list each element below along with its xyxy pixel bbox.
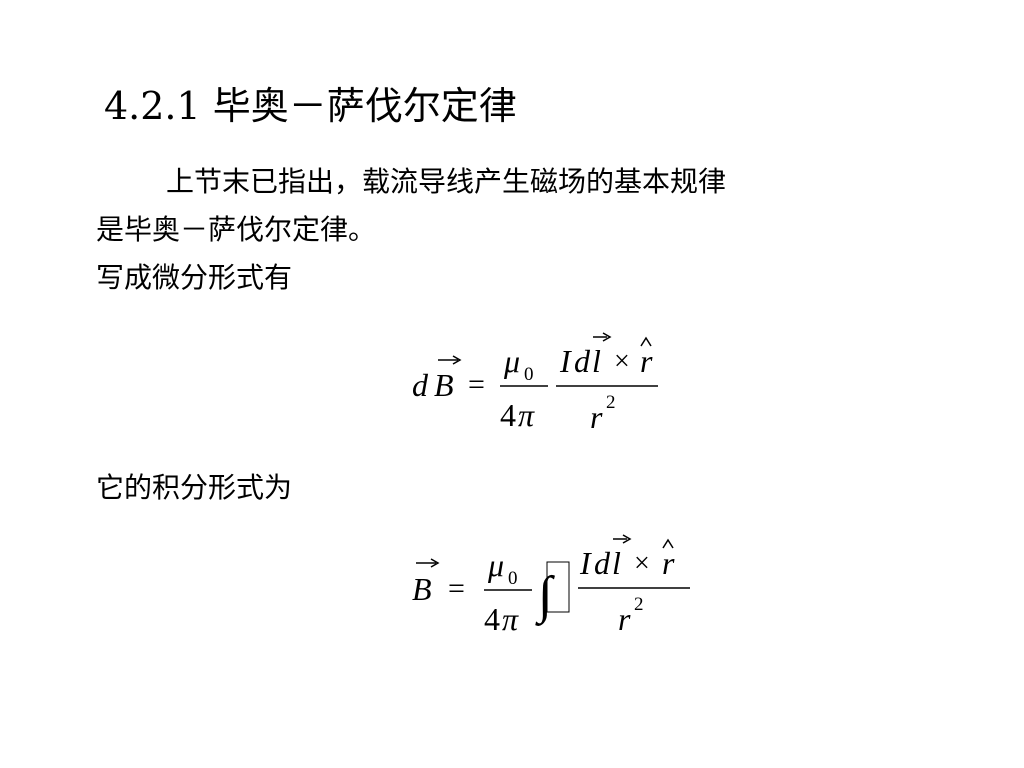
differential-formula: d B = μ 0 4 π I d l × r r 2 xyxy=(400,322,680,446)
current-symbol: I xyxy=(579,545,592,581)
distance-r-symbol: r xyxy=(618,601,631,637)
missing-glyph-box-icon xyxy=(546,561,570,613)
hat-accent-icon xyxy=(640,336,652,347)
mu-subscript: 0 xyxy=(508,568,518,589)
equals-sign: = xyxy=(448,572,465,605)
hat-accent-icon xyxy=(662,538,674,549)
exponent-two: 2 xyxy=(634,594,644,615)
cross-product-sign: × xyxy=(614,346,630,377)
four: 4 xyxy=(484,601,500,637)
vector-arrow-icon xyxy=(416,558,440,568)
cross-product-sign: × xyxy=(634,548,650,579)
diff-symbol: d xyxy=(412,367,429,403)
pi-symbol: π xyxy=(518,397,535,433)
vector-arrow-icon xyxy=(593,332,612,342)
mu-symbol: μ xyxy=(503,343,520,379)
equals-sign: = xyxy=(468,368,485,401)
vector-arrow-icon xyxy=(438,355,462,365)
field-b-symbol: B xyxy=(434,367,454,403)
mu-symbol: μ xyxy=(487,547,504,583)
paragraph-line-2: 是毕奥－萨伐尔定律。 xyxy=(96,213,377,246)
section-title: 4.2.1 毕奥－萨伐尔定律 xyxy=(104,84,517,128)
field-b-symbol: B xyxy=(412,571,432,607)
unit-r-symbol: r xyxy=(640,343,653,379)
integral-form-intro: 它的积分形式为 xyxy=(96,471,293,504)
differential-form-intro: 写成微分形式有 xyxy=(96,261,293,294)
exponent-two: 2 xyxy=(606,392,616,413)
paragraph-line-1: 上节末已指出，载流导线产生磁场的基本规律 xyxy=(166,165,727,198)
current-symbol: I xyxy=(559,343,572,379)
length-l-symbol: l xyxy=(612,545,621,581)
dl-d-symbol: d xyxy=(594,545,611,581)
integral-formula: B = μ 0 4 π ∫ I d l × r r 2 xyxy=(400,530,700,644)
mu-subscript: 0 xyxy=(524,364,534,385)
unit-r-symbol: r xyxy=(662,545,675,581)
four: 4 xyxy=(500,397,516,433)
length-l-symbol: l xyxy=(592,343,601,379)
vector-arrow-icon xyxy=(613,534,632,544)
dl-d-symbol: d xyxy=(574,343,591,379)
distance-r-symbol: r xyxy=(590,399,603,435)
pi-symbol: π xyxy=(502,601,519,637)
integral-sign: ∫ xyxy=(535,567,555,626)
